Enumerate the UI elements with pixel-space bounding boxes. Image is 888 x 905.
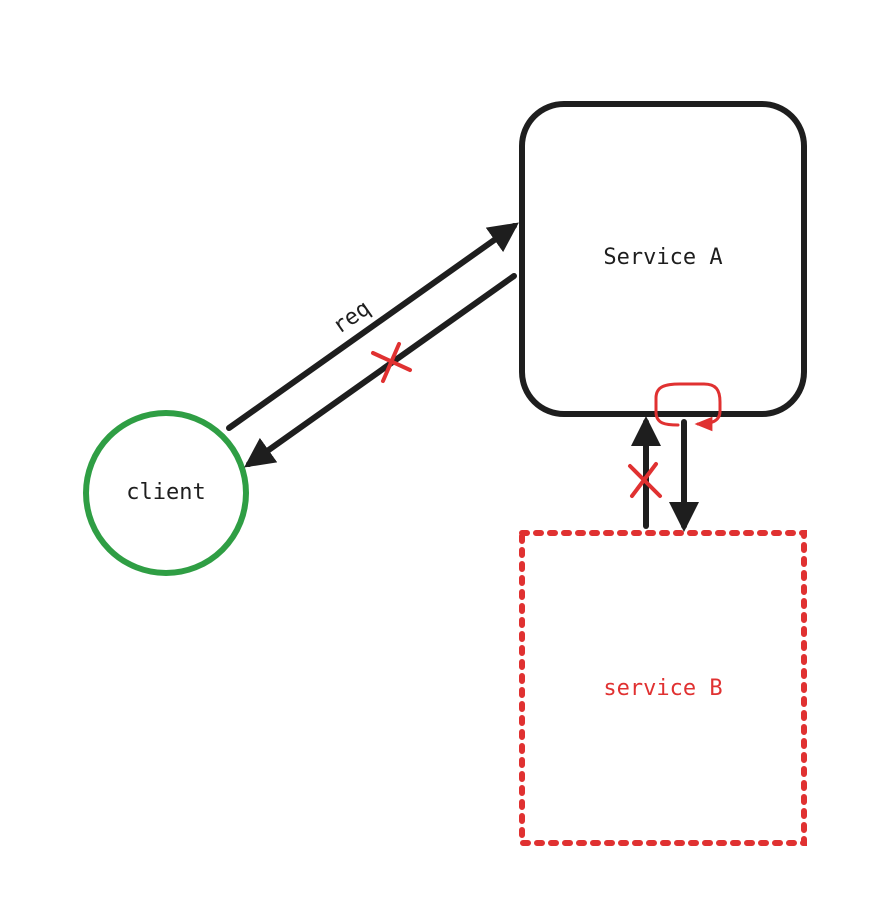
- service-b-node: service B: [519, 530, 807, 846]
- request-arrow: [226, 222, 519, 431]
- client-label: client: [126, 480, 205, 505]
- response-arrow: [244, 273, 517, 468]
- service-a-box: [519, 101, 807, 417]
- client-circle: [83, 410, 249, 576]
- x-mark-icon: [371, 342, 412, 383]
- x-mark-icon: [628, 462, 662, 498]
- retry-loop-icon: [654, 382, 722, 432]
- client-node: client: [83, 410, 249, 576]
- service-b-label: service B: [603, 676, 722, 701]
- service-a-node: Service A: [519, 101, 807, 417]
- service-a-label: Service A: [603, 245, 722, 270]
- service-b-box: [519, 530, 807, 846]
